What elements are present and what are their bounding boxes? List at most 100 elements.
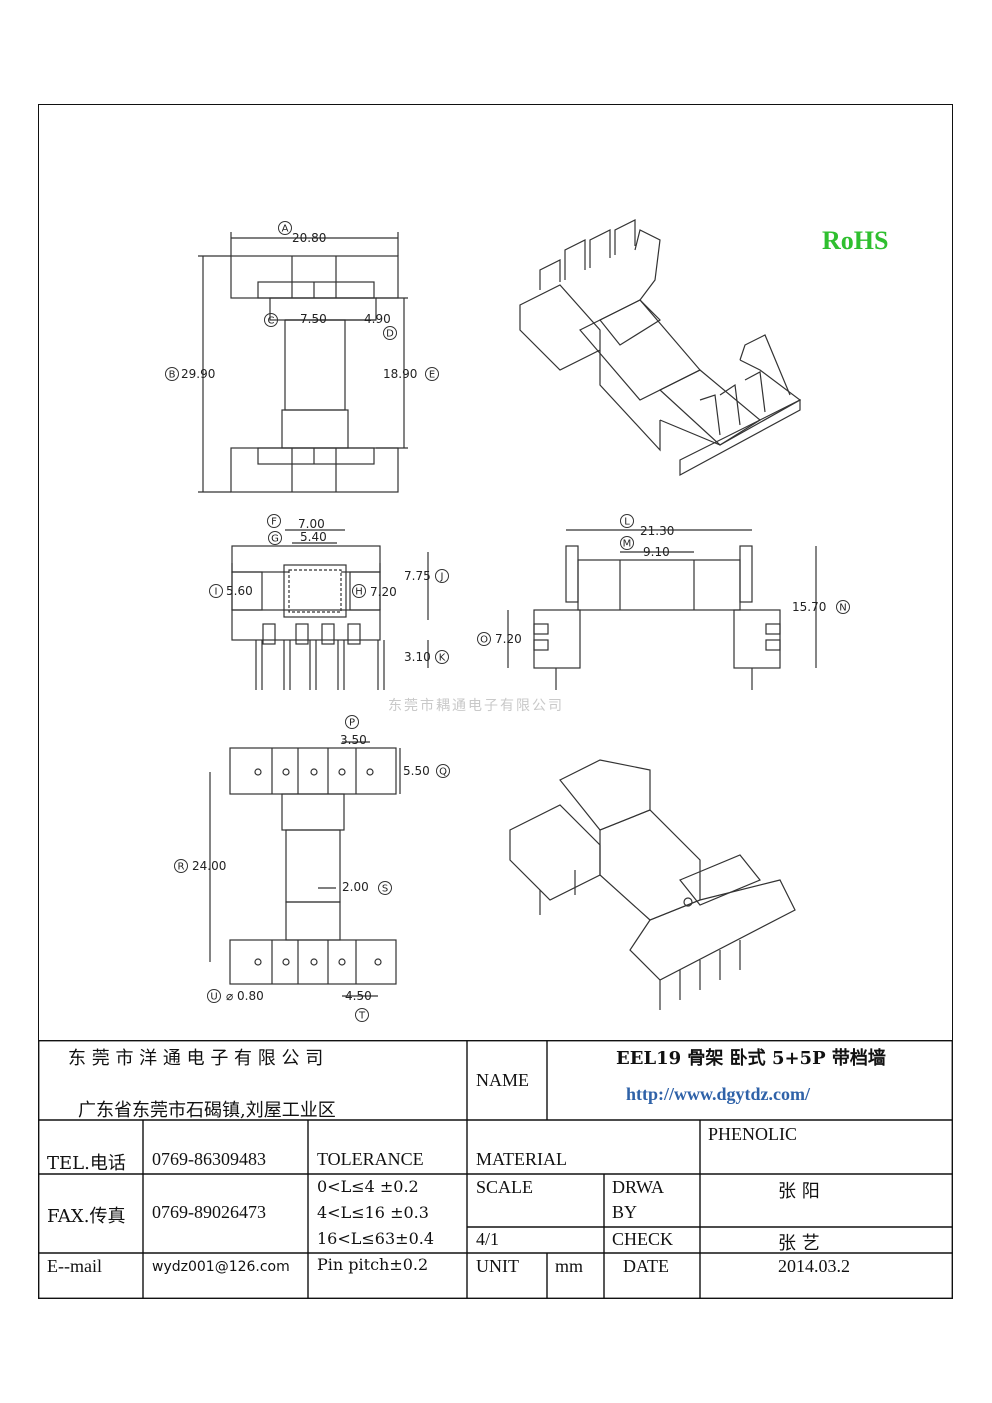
dim-marker-label-d: D: [386, 329, 394, 340]
tolerance-row-1: 0<L≤4 ±0.2: [317, 1177, 419, 1196]
name-label: NAME: [476, 1070, 529, 1090]
checked-by: 张 艺: [778, 1233, 820, 1254]
company-name: 东 莞 市 洋 通 电 子 有 限 公 司: [68, 1048, 324, 1069]
dim-B: 29.90: [181, 367, 215, 381]
material-value: PHENOLIC: [708, 1124, 797, 1144]
dim-T: 4.50: [345, 989, 372, 1003]
unit-label: UNIT: [476, 1256, 519, 1276]
dim-marker-f: [267, 514, 281, 528]
company-address: 广东省东莞市石碣镇,刘屋工业区: [78, 1100, 336, 1121]
dim-F: 7.00: [298, 517, 325, 531]
dim-A: 20.80: [292, 231, 326, 245]
dim-Q: 5.50: [403, 764, 430, 778]
email-label: E--mail: [47, 1256, 102, 1276]
dim-marker-label-j: J: [440, 572, 444, 583]
check-label: CHECK: [612, 1229, 674, 1249]
unit-value: mm: [555, 1256, 584, 1276]
fax-value: 0769-89026473: [152, 1202, 266, 1222]
dim-marker-s: [378, 881, 392, 895]
dim-marker-label-f: F: [271, 517, 277, 528]
dim-marker-d: [383, 326, 397, 340]
bottom-view: [209, 741, 401, 997]
dim-marker-label-s: S: [382, 884, 388, 895]
tolerance-row-4: Pin pitch±0.2: [317, 1255, 429, 1274]
website-link[interactable]: http://www.dgytdz.com/: [626, 1084, 810, 1104]
tel-label: TEL.电话: [47, 1153, 126, 1174]
drawn-label-1: DRWA: [612, 1177, 665, 1197]
material-label: MATERIAL: [476, 1149, 567, 1169]
dim-marker-q: [436, 764, 450, 778]
tolerance-row-3: 16<L≤63±0.4: [317, 1229, 435, 1248]
dim-marker-label-t: T: [358, 1011, 366, 1022]
side-view: [507, 529, 817, 690]
dim-marker-r: [174, 859, 188, 873]
top-view: [198, 232, 408, 493]
dim-N: 15.70: [792, 600, 826, 614]
dim-marker-l: [620, 514, 634, 528]
scale-label: SCALE: [476, 1177, 534, 1197]
dim-marker-n: [836, 600, 850, 614]
dim-G: 5.40: [300, 530, 327, 544]
dim-P: 3.50: [340, 733, 367, 747]
dim-S: 2.00: [342, 880, 369, 894]
dim-U: ⌀ 0.80: [226, 989, 264, 1003]
dim-K: 3.10: [404, 650, 431, 664]
date-label: DATE: [623, 1256, 669, 1276]
dim-marker-label-h: H: [355, 587, 363, 598]
dim-marker-k: [435, 650, 449, 664]
scale-value: 4/1: [476, 1229, 500, 1249]
dim-D: 4.90: [364, 312, 391, 326]
dim-marker-a: [278, 221, 292, 235]
date-value: 2014.03.2: [778, 1256, 850, 1276]
dim-marker-i: [209, 584, 223, 598]
dim-marker-h: [352, 584, 366, 598]
dim-R: 24.00: [192, 859, 226, 873]
rohs-mark: RoHS: [822, 226, 889, 255]
iso-view-bottom: [509, 759, 796, 1010]
technical-drawing: 20.80 29.90 7.50 4.90 18.90 7.00 5.40 7.…: [165, 219, 850, 1022]
fax-label: FAX.传真: [47, 1206, 126, 1227]
dim-marker-label-p: P: [349, 718, 355, 729]
dim-marker-label-e: E: [429, 370, 435, 381]
dim-marker-label-b: B: [169, 370, 176, 381]
dim-M: 9.10: [643, 545, 670, 559]
dim-marker-g: [268, 531, 282, 545]
dim-H: 7.20: [370, 585, 397, 599]
dim-marker-b: [165, 367, 179, 381]
dim-marker-m: [620, 536, 634, 550]
tel-value: 0769-86309483: [152, 1149, 266, 1169]
dim-marker-label-q: Q: [439, 767, 447, 778]
email-value: wydz001@126.com: [152, 1259, 290, 1275]
dim-marker-u: [207, 989, 221, 1003]
dim-marker-label-u: U: [210, 992, 217, 1003]
dim-marker-label-o: O: [480, 635, 488, 646]
dim-J: 7.75: [404, 569, 431, 583]
title-block: 东 莞 市 洋 通 电 子 有 限 公 司 广东省东莞市石碣镇,刘屋工业区 NA…: [38, 1040, 953, 1299]
dim-marker-e: [425, 367, 439, 381]
dim-O: 7.20: [495, 632, 522, 646]
dim-marker-label-l: L: [624, 517, 630, 528]
dim-marker-c: [264, 313, 278, 327]
dim-C: 7.50: [300, 312, 327, 326]
dim-marker-p: [345, 715, 359, 729]
dim-marker-label-k: K: [439, 653, 446, 664]
dim-marker-t: [355, 1008, 369, 1022]
watermark: 东莞市耦通电子有限公司: [388, 698, 564, 714]
dim-marker-label-i: I: [215, 587, 218, 598]
dim-marker-label-r: R: [178, 862, 185, 873]
dim-marker-label-n: N: [839, 603, 846, 614]
dim-L: 21.30: [640, 524, 674, 538]
dim-marker-j: [435, 569, 449, 583]
tolerance-row-2: 4<L≤16 ±0.3: [317, 1203, 429, 1222]
drawn-label-2: BY: [612, 1202, 638, 1222]
dim-marker-label-a: A: [282, 224, 289, 235]
iso-view-top: [519, 219, 802, 477]
dim-I: 5.60: [226, 584, 253, 598]
dim-marker-o: [477, 632, 491, 646]
drawn-by: 张 阳: [778, 1181, 820, 1202]
dim-marker-label-g: G: [271, 534, 279, 545]
product-name: EEL19 骨架 卧式 5+5P 带档墙: [616, 1048, 886, 1069]
dim-E: 18.90: [383, 367, 417, 381]
dim-marker-label-c: C: [268, 316, 275, 327]
tolerance-label: TOLERANCE: [317, 1149, 424, 1169]
